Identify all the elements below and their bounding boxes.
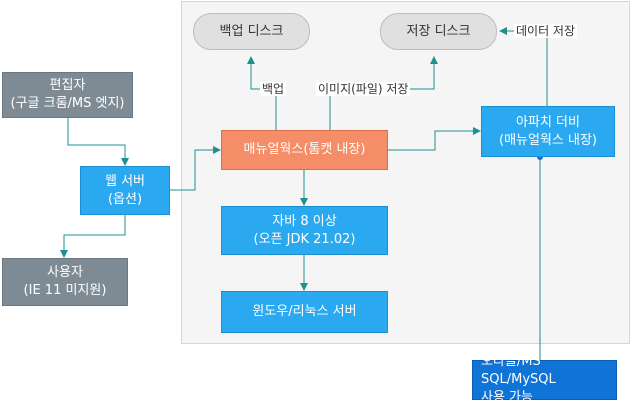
db-note-node: 오라클/MS SQL/MySQL 사용 가능 — [472, 354, 617, 405]
web-server-node: 웹 서버 (옵션) — [80, 166, 170, 215]
os-server-node: 윈도우/리눅스 서버 — [221, 291, 388, 333]
manual-works-title: 매뉴얼웍스(톰캣 내장) — [243, 142, 366, 157]
os-server-title: 윈도우/리눅스 서버 — [252, 304, 357, 319]
user-subtitle: (IE 11 미지원) — [23, 283, 107, 298]
server-zone — [181, 1, 630, 344]
image-store-label: 이미지(파일) 저장 — [316, 82, 411, 96]
storage-disk-node: 저장 디스크 — [380, 13, 497, 50]
apache-derby-subtitle: (매뉴얼웍스 내장) — [499, 132, 597, 148]
apache-derby-node: 아파치 더비 (매뉴얼웍스 내장) — [481, 106, 615, 157]
user-title: 사용자 — [47, 265, 83, 280]
java-node: 자바 8 이상 (오픈 JDK 21.02) — [221, 206, 388, 255]
edge-derby-storage — [499, 27, 548, 106]
edge-webserver-user — [60, 215, 126, 258]
data-store-label: 데이터 저장 — [514, 24, 578, 38]
manual-works-node: 매뉴얼웍스(톰캣 내장) — [221, 130, 388, 170]
java-title: 자바 8 이상 — [272, 213, 337, 229]
edge-webserver-manual — [170, 146, 221, 191]
edge-editor-webserver — [67, 118, 129, 166]
backup-disk-node: 백업 디스크 — [193, 13, 310, 50]
backup-label: 백업 — [260, 82, 287, 96]
user-node: 사용자 (IE 11 미지원) — [2, 258, 128, 306]
db-note-line1: 오라클/MS SQL/MySQL — [481, 354, 556, 387]
editor-subtitle: (구글 크롬/MS 엣지) — [10, 96, 125, 111]
backup-disk-title: 백업 디스크 — [219, 23, 284, 39]
editor-node: 편집자 (구글 크롬/MS 엣지) — [2, 72, 133, 118]
apache-derby-title: 아파치 더비 — [516, 114, 580, 130]
web-server-title: 웹 서버 — [104, 173, 145, 189]
db-note-line2: 사용 가능 — [481, 390, 533, 405]
java-subtitle: (오픈 JDK 21.02) — [253, 231, 356, 247]
editor-title: 편집자 — [49, 78, 86, 93]
web-server-subtitle: (옵션) — [107, 191, 143, 207]
storage-disk-title: 저장 디스크 — [406, 23, 471, 39]
edge-manual-derby — [388, 127, 481, 151]
